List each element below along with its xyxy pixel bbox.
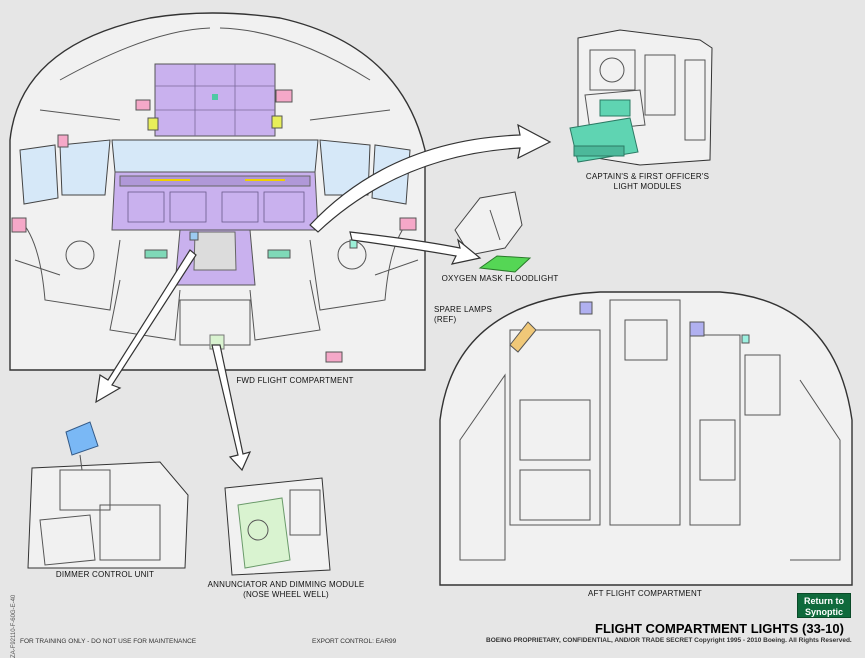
aft-compartment-label: AFT FLIGHT COMPARTMENT: [587, 589, 703, 598]
annunciator-label: ANNUNCIATOR AND DIMMING MODULE (NOSE WHE…: [196, 580, 376, 600]
dimmer-unit-highlight: [65, 421, 99, 456]
oxygen-mask-label: OXYGEN MASK FLOODLIGHT: [441, 274, 559, 283]
annunciator-highlight: [237, 497, 291, 569]
arrow-to-light-modules: [309, 123, 552, 233]
light-modules-drawing: [569, 29, 713, 166]
spare-lamps-label-line2: (REF): [434, 315, 457, 324]
arrow-to-oxygen: [349, 231, 482, 265]
return-to-synoptic-button[interactable]: Return to Synoptic: [797, 593, 851, 618]
footer-export-control: EXPORT CONTROL: EAR99: [312, 638, 397, 645]
annunciator-label-line2: (NOSE WHEEL WELL): [243, 590, 329, 599]
spare-lamps-label-line1: SPARE LAMPS: [434, 305, 493, 314]
arrow-to-dimmer: [95, 249, 197, 404]
aft-compartment-drawing: [439, 291, 853, 586]
annunciator-drawing: [224, 477, 331, 576]
side-document-code: ZA-F92110-F-60G-E-40: [11, 594, 17, 658]
spare-lamps-label: SPARE LAMPS (REF): [434, 305, 494, 325]
footer-copyright: BOEING PROPRIETARY, CONFIDENTIAL, AND/OR…: [486, 637, 852, 644]
oxygen-floodlight-highlight: [478, 255, 532, 273]
oxygen-mask-drawing: [454, 191, 532, 273]
light-modules-label-line2: LIGHT MODULES: [613, 182, 682, 191]
light-modules-label: CAPTAIN'S & FIRST OFFICER'S LIGHT MODULE…: [565, 172, 730, 192]
light-modules-label-line1: CAPTAIN'S & FIRST OFFICER'S: [585, 172, 710, 181]
callout-arrows: [95, 123, 552, 472]
dimmer-control-drawing: [27, 421, 189, 569]
fwd-compartment-label: FWD FLIGHT COMPARTMENT: [236, 376, 354, 385]
arrow-to-annunciator: [211, 344, 252, 472]
annunciator-label-line1: ANNUNCIATOR AND DIMMING MODULE: [207, 580, 365, 589]
return-button-line1: Return to: [804, 596, 844, 606]
footer-training-notice: FOR TRAINING ONLY - DO NOT USE FOR MAINT…: [20, 638, 197, 645]
fwd-compartment-drawing: [9, 12, 426, 371]
return-button-line2: Synoptic: [804, 607, 843, 617]
page-title: FLIGHT COMPARTMENT LIGHTS (33-10): [595, 621, 844, 636]
dimmer-control-label: DIMMER CONTROL UNIT: [55, 570, 155, 579]
